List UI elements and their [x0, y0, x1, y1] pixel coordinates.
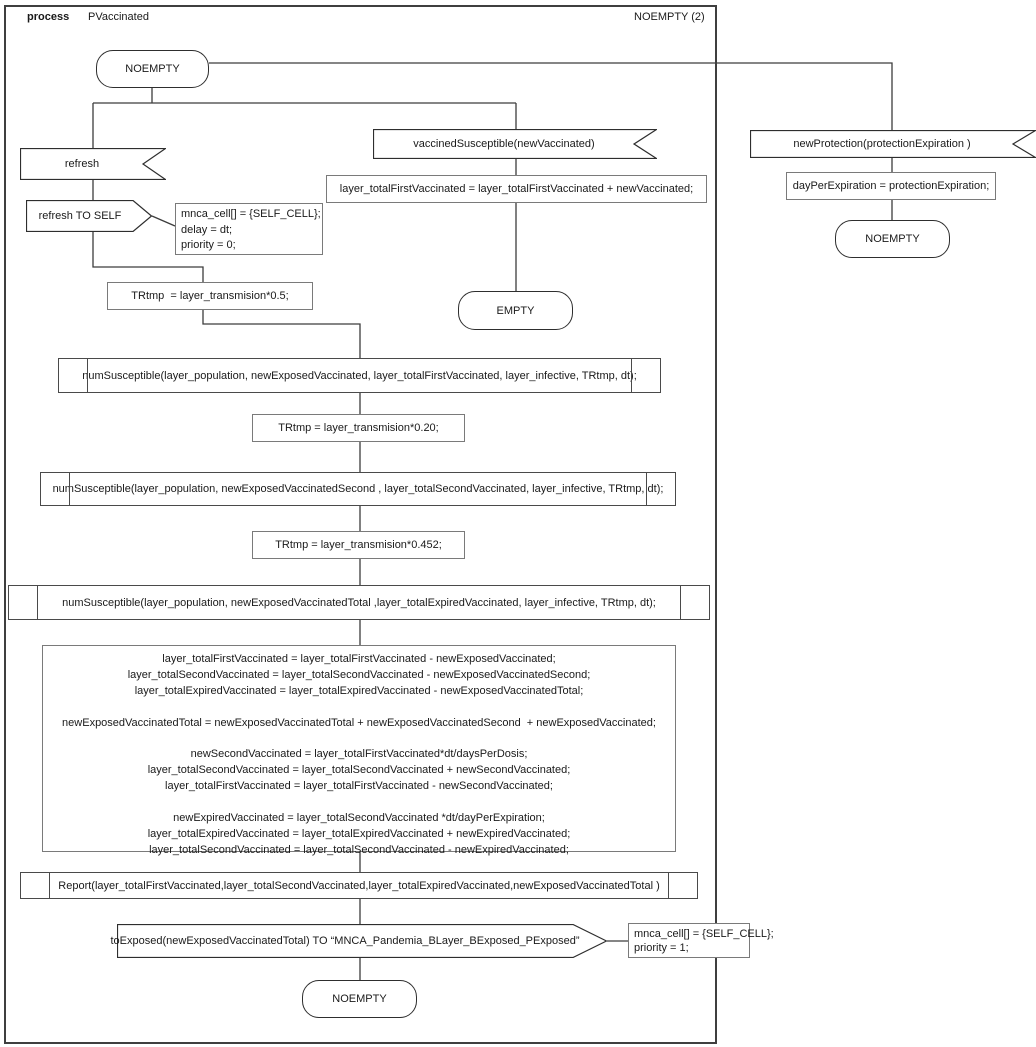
receive-shape-polygon: [20, 148, 166, 180]
assign-box-mnca-self[interactable]: mnca_cell[] = {SELF_CELL}; delay = dt; p…: [175, 203, 323, 255]
assign-line: [43, 795, 675, 811]
assign-line: layer_totalExpiredVaccinated = layer_tot…: [147, 827, 571, 840]
call-text: Report(layer_totalFirstVaccinated,layer_…: [58, 879, 660, 892]
send-shape-outline: [26, 200, 152, 232]
send-shape-polygon: [26, 200, 152, 232]
assign-box-trtmp1[interactable]: TRtmp = layer_transmision*0.5;: [107, 282, 313, 310]
send-label: refresh TO SELF: [38, 210, 122, 222]
assign-line: [43, 700, 675, 716]
assign-text: TRtmp = layer_transmision*0.20;: [278, 422, 439, 434]
assign-text: TRtmp = layer_transmision*0.5;: [131, 290, 289, 302]
connector-refresh-chain: [92, 180, 204, 282]
receive-label: newProtection(protectionExpiration ): [793, 138, 971, 150]
assign-line: layer_totalFirstVaccinated = layer_total…: [162, 653, 556, 665]
assign-line: layer_totalSecondVaccinated = layer_tota…: [147, 764, 571, 777]
assign-line: layer_totalSecondVaccinated = layer_tota…: [149, 843, 569, 856]
assign-line: priority = 0;: [181, 239, 236, 251]
assign-box-vaccination-update[interactable]: layer_totalFirstVaccinated = layer_total…: [42, 645, 676, 856]
call-num-susceptible-1[interactable]: numSusceptible(layer_population, newExpo…: [58, 358, 661, 393]
assign-line: layer_totalExpiredVaccinated = layer_tot…: [134, 684, 584, 697]
assign-line: newExposedVaccinatedTotal = newExposedVa…: [62, 716, 656, 729]
receive-shape-outline: [20, 148, 166, 180]
assign-box-trtmp3[interactable]: TRtmp = layer_transmision*0.452;: [252, 531, 465, 559]
assign-line: delay = dt;: [181, 223, 233, 236]
assign-text: dayPerExpiration = protectionExpiration;: [792, 180, 990, 192]
receive-new-protection[interactable]: newProtection(protectionExpiration ): [750, 130, 1036, 158]
receive-label: vaccinedSusceptible(newVaccinated): [413, 138, 595, 150]
call-text: numSusceptible(layer_population, newExpo…: [82, 369, 637, 382]
assign-text: TRtmp = layer_transmision*0.452;: [275, 539, 442, 551]
receive-label: refresh: [64, 158, 100, 170]
receive-shape-polygon: [373, 129, 657, 159]
send-shape-outline: [117, 924, 607, 958]
state-label: NOEMPTY: [865, 233, 920, 245]
call-num-susceptible-3[interactable]: numSusceptible(layer_population, newExpo…: [8, 585, 710, 620]
process-frame: [4, 5, 717, 1044]
window-title-label: NOEMPTY (2): [634, 11, 705, 23]
state-noempty-bottom[interactable]: NOEMPTY: [302, 980, 417, 1018]
call-report[interactable]: Report(layer_totalFirstVaccinated,layer_…: [20, 872, 698, 899]
assign-line: mnca_cell[] = {SELF_CELL};: [181, 208, 321, 220]
assign-text: layer_totalFirstVaccinated = layer_total…: [339, 183, 694, 195]
assign-line: layer_totalSecondVaccinated = layer_tota…: [127, 668, 591, 681]
assign-box-mnca-exposed[interactable]: mnca_cell[] = {SELF_CELL}; priority = 1;: [628, 923, 774, 958]
send-to-exposed[interactable]: toExposed(newExposedVaccinatedTotal) TO …: [110, 924, 607, 958]
call-text: numSusceptible(layer_population, newExpo…: [52, 483, 664, 495]
call-num-susceptible-2[interactable]: numSusceptible(layer_population, newExpo…: [40, 472, 676, 506]
assign-box-day-per-expiration[interactable]: dayPerExpiration = protectionExpiration;: [786, 172, 996, 200]
assign-line: [43, 731, 675, 747]
state-label: NOEMPTY: [332, 993, 387, 1005]
state-noempty-right[interactable]: NOEMPTY: [835, 220, 950, 258]
receive-vaccined-susceptible[interactable]: vaccinedSusceptible(newVaccinated): [373, 129, 657, 159]
receive-shape-outline: [750, 130, 1036, 158]
process-name-label: PVaccinated: [88, 11, 149, 23]
state-label: EMPTY: [496, 304, 535, 317]
send-shape-polygon: [117, 924, 607, 958]
connector-trtmp1-to-call: [202, 310, 361, 358]
state-noempty-top[interactable]: NOEMPTY: [96, 50, 209, 88]
assign-box-trtmp2[interactable]: TRtmp = layer_transmision*0.20;: [252, 414, 465, 442]
assign-line: mnca_cell[] = {SELF_CELL};: [634, 928, 774, 940]
assign-box-first-vaccinated[interactable]: layer_totalFirstVaccinated = layer_total…: [326, 175, 707, 203]
state-label: NOEMPTY: [125, 63, 180, 75]
send-label: toExposed(newExposedVaccinatedTotal) TO …: [110, 935, 580, 947]
receive-refresh[interactable]: refresh: [20, 148, 166, 180]
assign-line: priority = 1;: [634, 942, 689, 954]
call-text: numSusceptible(layer_population, newExpo…: [62, 596, 656, 609]
state-empty[interactable]: EMPTY: [458, 291, 573, 330]
receive-shape-outline: [373, 129, 657, 159]
send-refresh-to-self[interactable]: refresh TO SELF: [26, 200, 152, 232]
connector-to-right-branch: [209, 62, 893, 130]
assign-line: layer_totalFirstVaccinated = layer_total…: [165, 780, 553, 793]
receive-shape-polygon: [750, 130, 1036, 158]
process-keyword-label: process: [27, 11, 70, 23]
connector-top-noempty: [92, 88, 517, 148]
assign-line: newExpiredVaccinated = layer_totalSecond…: [173, 811, 545, 824]
assign-line: newSecondVaccinated = layer_totalFirstVa…: [190, 748, 528, 761]
